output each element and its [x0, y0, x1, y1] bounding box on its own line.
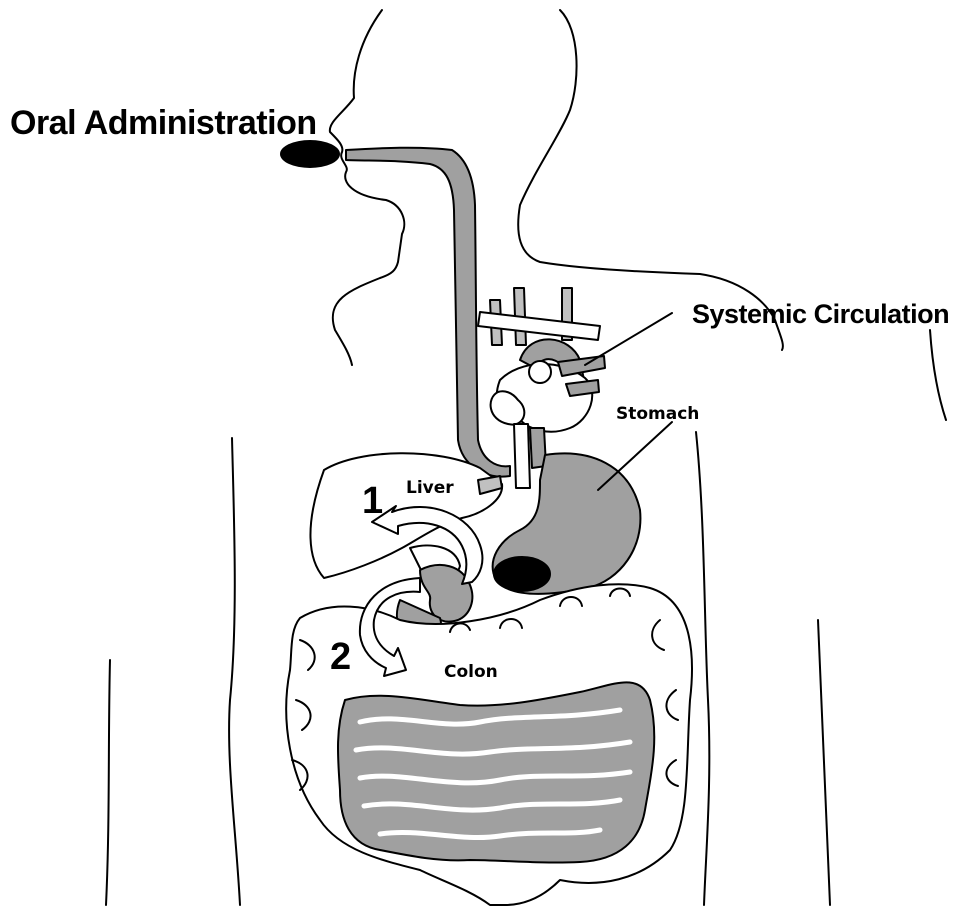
- oral-administration-label: Oral Administration: [10, 104, 317, 143]
- step-1-label: 1: [362, 480, 383, 523]
- stomach-label: Stomach: [616, 404, 699, 424]
- stomach-pointer: [598, 422, 672, 490]
- torso-left-outline: [229, 438, 240, 905]
- step-2-label: 2: [330, 636, 351, 679]
- arm-right-outer: [930, 330, 946, 420]
- inner-arm-left: [106, 660, 110, 905]
- systemic-circulation-label: Systemic Circulation: [692, 299, 949, 330]
- torso-right-outline: [696, 432, 709, 905]
- head-outline: [330, 10, 404, 365]
- inner-arm-right: [818, 620, 830, 905]
- colon-label: Colon: [444, 662, 498, 682]
- oral-tablet: [280, 140, 340, 168]
- liver-label: Liver: [406, 478, 454, 498]
- tablet-in-stomach: [494, 557, 550, 591]
